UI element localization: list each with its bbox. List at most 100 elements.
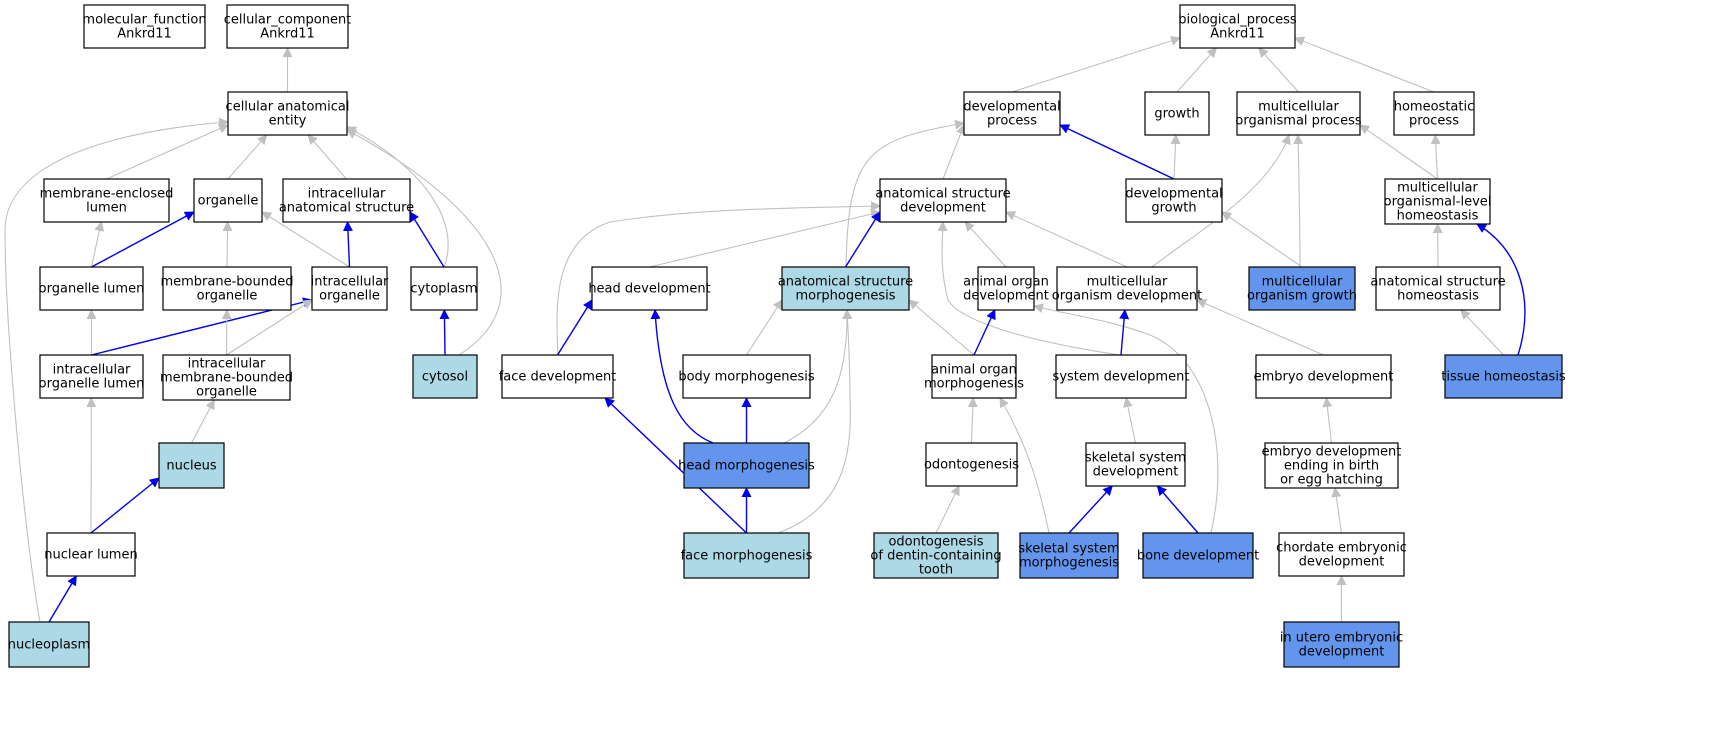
node-nuc[interactable]: nucleus [158,442,225,489]
node-label-line: cytosol [422,370,468,385]
node-cyto[interactable]: cytoplasm [410,266,478,311]
node-label-line: head morphogenesis [678,459,815,474]
node-ed[interactable]: embryo development [1254,354,1394,399]
node-box [1255,354,1392,399]
node-label-line: intracellular [53,363,131,378]
node-fm[interactable]: face morphogenesis [681,532,813,579]
node-label-line: anatomical structure [875,187,1010,202]
edge-io-to-ias [342,221,353,268]
edge-imbo-to-io [226,299,313,356]
node-label-line: development [1299,645,1385,660]
node-box [1236,91,1361,136]
node-nl[interactable]: nuclear lumen [44,532,138,577]
node-label-line: process [1409,114,1459,129]
node-label-line: growth [1151,201,1196,216]
edge-mbo-to-org [222,221,233,268]
node-org[interactable]: organelle [193,178,263,223]
node-box [39,354,144,399]
edge-aod-to-asd [964,221,1007,268]
node-label-line: intracellular [311,275,389,290]
node-label-line: organelle [198,194,259,209]
node-cytosol[interactable]: cytosol [412,354,478,399]
node-np[interactable]: nucleoplasm [8,621,90,668]
node-box [46,532,136,577]
node-box [43,178,170,223]
node-label-line: organelle lumen [39,282,145,297]
node-label-line: development [1299,555,1385,570]
edge-ssm-to-aom [999,397,1050,534]
node-bd[interactable]: bone development [1137,532,1259,579]
node-label-line: Ankrd11 [117,27,172,42]
node-label-line: organelle lumen [39,377,145,392]
node-box [311,266,388,311]
edge-edeb-to-ed [1322,397,1333,444]
edge-fm-to-fd [604,397,747,534]
node-th[interactable]: tissue homeostasis [1441,354,1566,399]
node-hd[interactable]: head development [588,266,711,311]
node-label-line: membrane-bounded [160,275,293,290]
node-fd[interactable]: face development [499,354,617,399]
edge-org-to-cae [227,134,268,180]
edge-bd-to-aod [1033,303,1219,534]
node-ol[interactable]: organelle lumen [39,266,145,311]
node-label-line: nucleus [166,459,216,474]
edge-cyto-to-cae [346,126,449,268]
node-box [282,178,411,223]
node-label-line: growth [1154,107,1199,122]
node-box [1393,91,1475,136]
edge-cyto-to-ias [409,211,445,268]
node-label-line: anatomical structure [1370,275,1505,290]
edge-dg-to-gr [1170,134,1181,180]
node-bm[interactable]: body morphogenesis [678,354,815,399]
node-sd[interactable]: system development [1053,354,1190,399]
edge-dg-to-dp [1059,124,1175,180]
node-box [683,532,810,579]
node-box [1056,266,1198,311]
node-label-line: Ankrd11 [260,27,315,42]
edge-mod-to-asd [1005,211,1128,268]
edge-cytosol-to-cae [346,129,502,356]
node-box [226,4,349,49]
node-odo[interactable]: odontogenesis [924,442,1019,487]
node-box [1384,178,1491,225]
edge-ced-to-edeb [1331,487,1343,534]
node-label-line: organelle [197,289,258,304]
node-label-line: anatomical structure [778,275,913,290]
node-label-line: organelle [196,385,257,400]
edge-mop-to-bp [1258,47,1299,93]
node-box [1248,266,1356,311]
node-hm[interactable]: head morphogenesis [678,442,815,489]
node-label-line: odontogenesis [924,458,1019,473]
node-gr[interactable]: growth [1144,91,1210,136]
node-label-line: nuclear lumen [44,548,137,563]
edge-nuc-to-imbo [191,399,215,444]
